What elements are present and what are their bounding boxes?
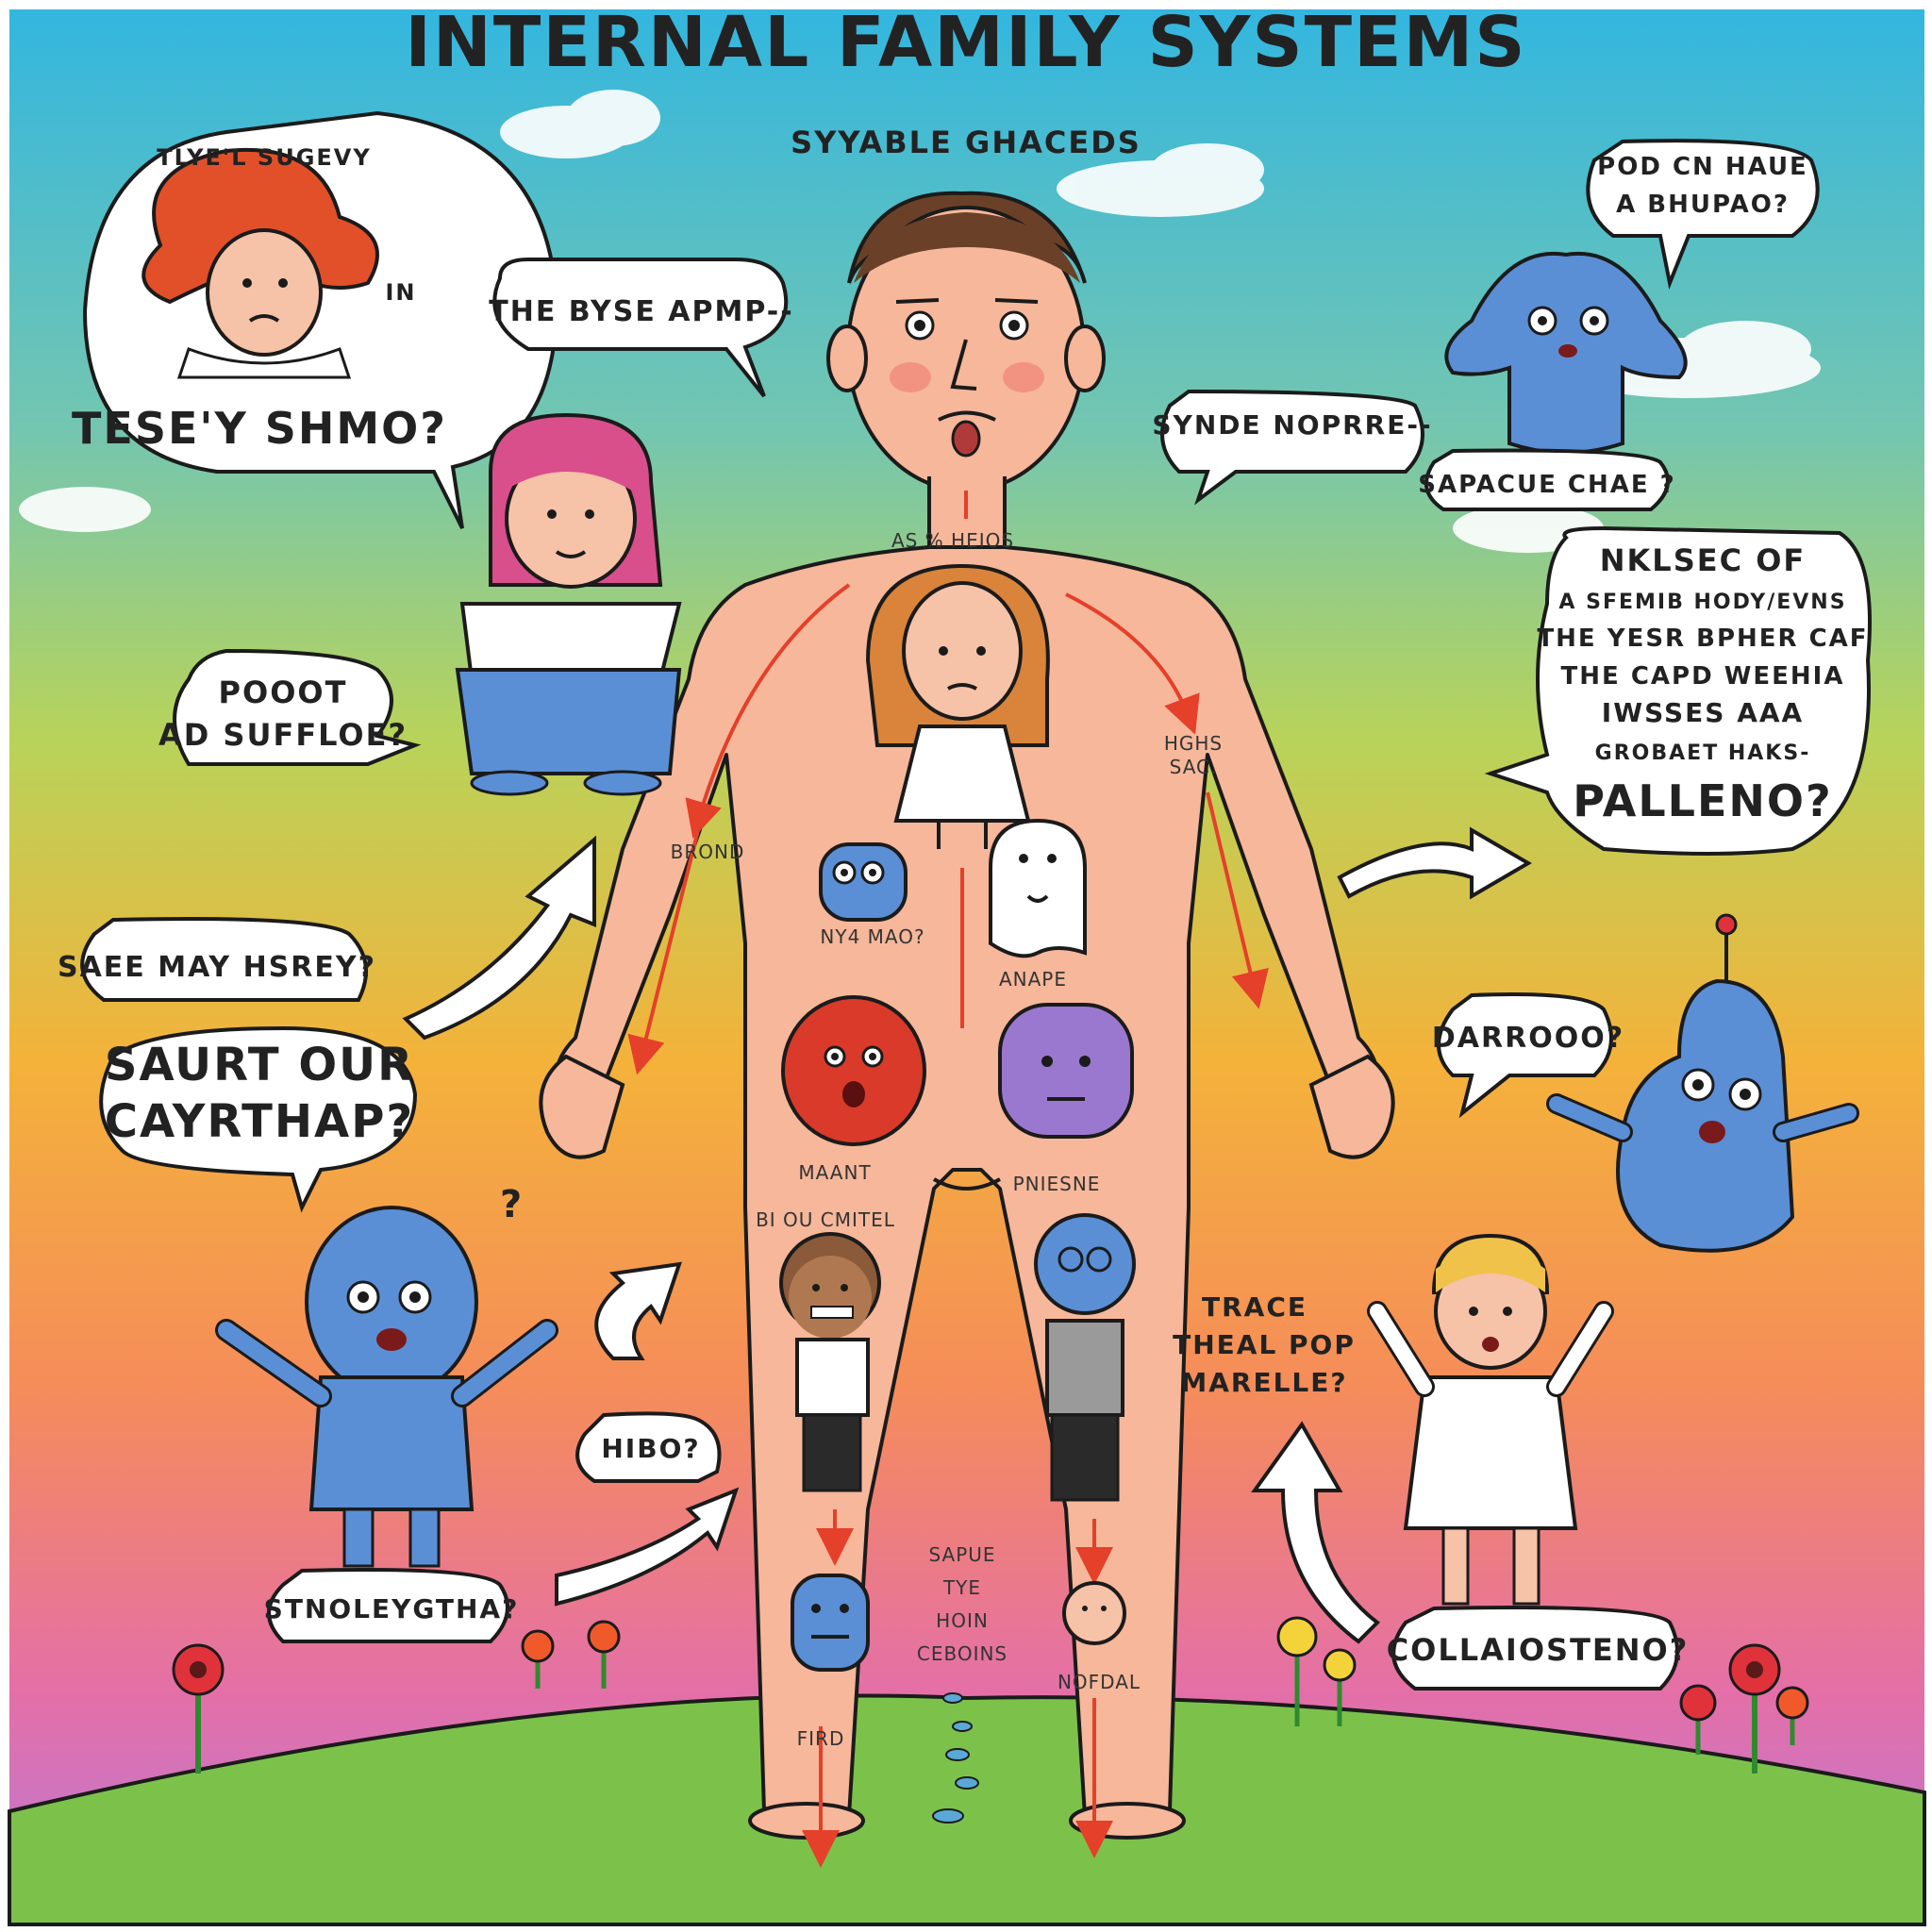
bubble-nklsec-line5: IWSSES AAA <box>1602 697 1804 728</box>
trace-text-2: THEAL POP <box>1173 1329 1356 1360</box>
bubble-saee-text: SAEE MAY HSREY? <box>58 951 376 984</box>
curved-arrow-icon <box>555 1487 740 1607</box>
grass-hill <box>8 1693 1926 1926</box>
label-thigh-left: BI OU CMITEL <box>756 1208 895 1231</box>
bubble-top-left-small: TLYE'L SUGEVY <box>157 144 372 171</box>
question-mark-icon: ? <box>500 1183 524 1226</box>
curved-arrow-icon <box>1251 1421 1381 1644</box>
character-blue-monster-top <box>1444 251 1688 455</box>
bubble-hibo <box>575 1411 722 1483</box>
part-blue-calf <box>791 1574 870 1672</box>
label-belly-right: PNIESNE <box>1013 1173 1101 1195</box>
label-belly-left: MAANT <box>798 1161 871 1184</box>
trace-text-1: TRACE <box>1202 1291 1307 1323</box>
label-calf-right: NOFDAL <box>1058 1671 1141 1693</box>
bubble-synde-text: SYNDE NOPRRE-- <box>1152 409 1432 441</box>
character-blue-monster-right <box>1546 913 1859 1253</box>
bubble-top-left-side: IN <box>385 279 416 306</box>
bubble-saurt <box>99 1025 418 1213</box>
part-boy-thigh <box>779 1232 881 1492</box>
bubble-saurt-line2: CAYRTHAP? <box>105 1095 414 1148</box>
bubble-nklsec-line2: A SFEMIB HODY/EVNS <box>1558 591 1846 614</box>
bubble-nklsec-line6: GROBAET HAKS- <box>1595 741 1811 765</box>
character-blue-child <box>215 1206 558 1568</box>
bubble-synde <box>1160 389 1424 506</box>
label-small-part: NY4 MAO? <box>820 925 924 948</box>
label-center-2: TYE <box>942 1576 981 1599</box>
label-neck: AS % HEIOS <box>891 529 1014 552</box>
part-red-blob <box>781 995 926 1146</box>
label-left-arm: BROND <box>671 841 745 863</box>
bubble-pooot-line2: AD SUFFLOE? <box>158 717 408 753</box>
internal-flow-arrows <box>627 491 1269 1868</box>
water-drops <box>932 1692 979 1824</box>
bubble-top-right-line2: A BHUPAO? <box>1616 191 1790 219</box>
part-small-blue <box>819 842 908 922</box>
bubble-hibo-text: HIBO? <box>601 1433 700 1464</box>
label-mid: ANAPE <box>999 968 1067 991</box>
page-subtitle: SYYABLE GHACEDS <box>791 125 1141 160</box>
part-old-man-thigh <box>1034 1213 1136 1502</box>
flower-icon <box>172 1616 1809 1774</box>
character-pink-hair <box>455 412 682 796</box>
part-girl-chest <box>865 563 1050 849</box>
label-right-arm-2: SAC. <box>1170 756 1218 778</box>
bubble-nklsec <box>1484 525 1872 856</box>
trace-text-3: MARELLE? <box>1180 1367 1347 1398</box>
part-purple-blob <box>998 1003 1134 1139</box>
label-center-4: CEBOINS <box>917 1642 1008 1665</box>
bubble-pooot-line1: POOOT <box>219 675 348 710</box>
page-title: INTERNAL FAMILY SYSTEMS <box>405 2 1526 83</box>
bubble-darrooo-text: DARROOO? <box>1432 1022 1624 1055</box>
bubble-sapache <box>1424 448 1670 511</box>
bubble-collai <box>1391 1606 1679 1690</box>
bubble-nklsec-line3: THE YESR BPHER CAF <box>1537 625 1868 653</box>
bubble-byse-text: THE BYSE APMP-- <box>489 295 793 328</box>
bubble-nklsec-big: PALLENO? <box>1573 775 1832 826</box>
curved-arrow-icon <box>1337 826 1532 900</box>
bubble-stnoley-text: STNOLEYGTHA? <box>264 1593 520 1624</box>
bubble-saurt-line1: SAURT OUR <box>105 1039 414 1091</box>
bubble-top-left-main: TESE'Y SHMO? <box>72 403 447 454</box>
label-center-1: SAPUE <box>928 1543 995 1566</box>
label-calf-left: FIRD <box>797 1727 845 1750</box>
bubble-top-right-line1: POD CN HAUE <box>1597 153 1808 181</box>
curved-arrow-icon <box>594 1261 682 1360</box>
central-body <box>539 191 1395 1840</box>
curved-arrow-icon <box>402 835 596 1041</box>
part-face-calf <box>1062 1581 1126 1645</box>
bubble-byse <box>492 258 789 398</box>
bubble-top-left <box>82 110 559 529</box>
bubble-nklsec-line1: NKLSEC OF <box>1600 542 1807 578</box>
bubble-sapache-text: SAPACUE CHAE ? <box>1418 471 1676 499</box>
bubble-top-right <box>1586 139 1820 290</box>
label-right-arm-1: HGHS <box>1164 732 1223 755</box>
bubble-collai-text: COLLAIOSTENO? <box>1387 1632 1690 1668</box>
bubble-stnoley <box>267 1568 509 1643</box>
bubble-darrooo <box>1437 992 1613 1119</box>
part-white-ghost <box>989 818 1087 958</box>
bubble-nklsec-line4: THE CAPD WEEHIA <box>1561 662 1845 691</box>
character-blonde-scientist <box>1367 1233 1614 1606</box>
bubble-saee <box>80 917 368 1002</box>
label-center-3: HOIN <box>936 1609 989 1632</box>
bubble-pooot <box>173 648 422 766</box>
